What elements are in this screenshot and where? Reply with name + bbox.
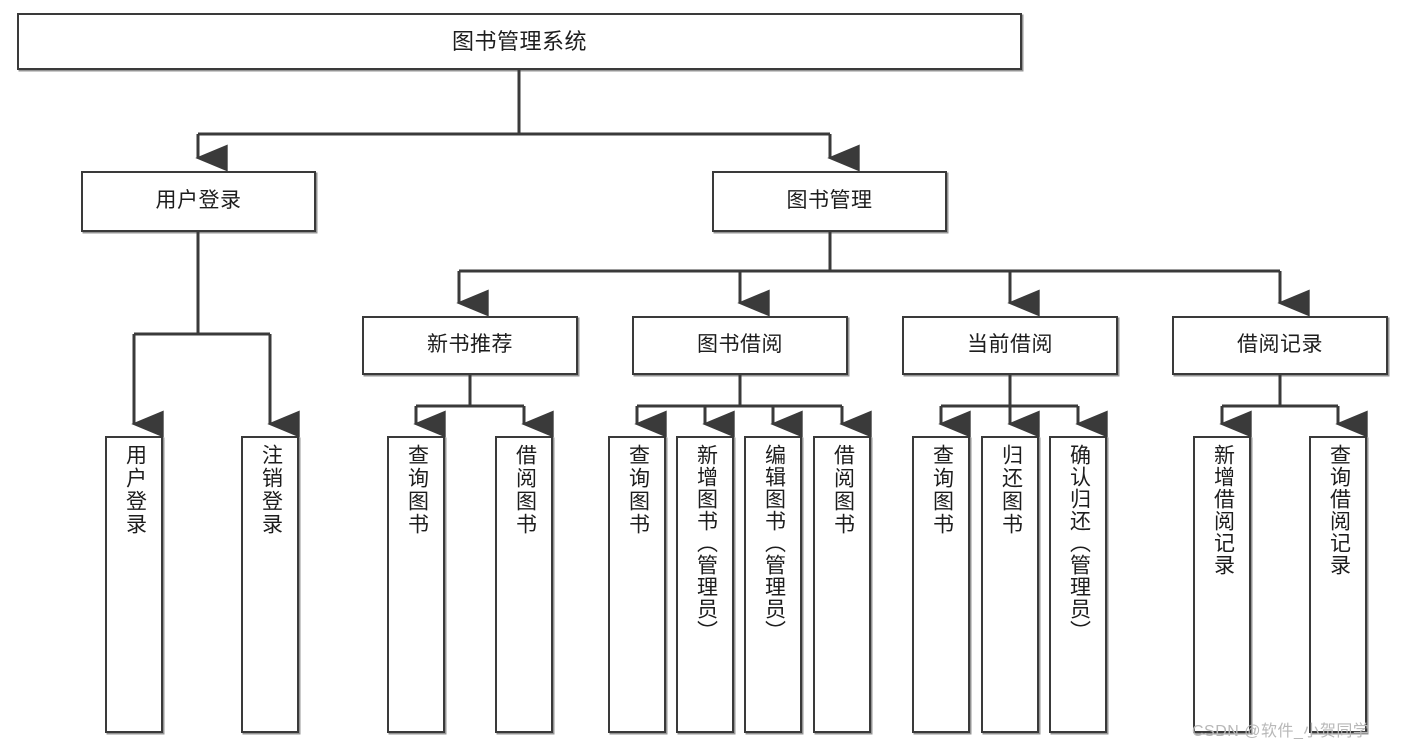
leaf-user-logout[interactable]: 注销登录 <box>241 436 299 733</box>
node-label: 编辑图书（管理员） <box>762 444 786 642</box>
node-label: 新增借阅记录 <box>1211 444 1235 576</box>
node-label: 图书借阅 <box>697 333 783 357</box>
node-label: 注销登录 <box>259 444 283 536</box>
node-label: 当前借阅 <box>967 333 1053 357</box>
node-label: 用户登录 <box>155 189 242 213</box>
node-user-login[interactable]: 用户登录 <box>81 171 316 232</box>
node-current-borrow[interactable]: 当前借阅 <box>902 316 1118 375</box>
node-label: 借阅图书 <box>513 444 537 536</box>
node-label: 借阅记录 <box>1237 333 1323 357</box>
node-label: 新增图书（管理员） <box>694 444 718 642</box>
node-label: 确认归还（管理员） <box>1067 444 1091 642</box>
node-book-manage[interactable]: 图书管理 <box>712 171 947 232</box>
leaf-edit-book[interactable]: 编辑图书（管理员） <box>744 436 802 733</box>
csdn-watermark: CSDN @软件_小贺同学 <box>1192 723 1370 740</box>
node-label: 借阅图书 <box>831 444 855 536</box>
node-new-book-recommend[interactable]: 新书推荐 <box>362 316 578 375</box>
node-label: 新书推荐 <box>427 333 513 357</box>
node-label: 图书管理系统 <box>451 28 587 54</box>
leaf-borrow-book-recommend[interactable]: 借阅图书 <box>495 436 553 733</box>
node-label: 图书管理 <box>786 189 873 213</box>
leaf-borrow-book[interactable]: 借阅图书 <box>813 436 871 733</box>
node-label: 用户登录 <box>123 444 147 536</box>
node-label: 查询图书 <box>930 444 954 536</box>
leaf-user-login[interactable]: 用户登录 <box>105 436 163 733</box>
node-label: 查询图书 <box>405 444 429 536</box>
node-label: 归还图书 <box>999 444 1023 536</box>
leaf-query-book-current[interactable]: 查询图书 <box>912 436 970 733</box>
leaf-confirm-return[interactable]: 确认归还（管理员） <box>1049 436 1107 733</box>
leaf-query-book-recommend[interactable]: 查询图书 <box>387 436 445 733</box>
node-label: 查询借阅记录 <box>1327 444 1351 576</box>
leaf-add-borrow-record[interactable]: 新增借阅记录 <box>1193 436 1251 733</box>
leaf-return-book[interactable]: 归还图书 <box>981 436 1039 733</box>
leaf-query-book-borrow[interactable]: 查询图书 <box>608 436 666 733</box>
node-borrow-record[interactable]: 借阅记录 <box>1172 316 1388 375</box>
node-label: 查询图书 <box>626 444 650 536</box>
leaf-query-borrow-record[interactable]: 查询借阅记录 <box>1309 436 1367 733</box>
node-book-borrow[interactable]: 图书借阅 <box>632 316 848 375</box>
leaf-add-book[interactable]: 新增图书（管理员） <box>676 436 734 733</box>
node-root-system[interactable]: 图书管理系统 <box>17 13 1022 70</box>
